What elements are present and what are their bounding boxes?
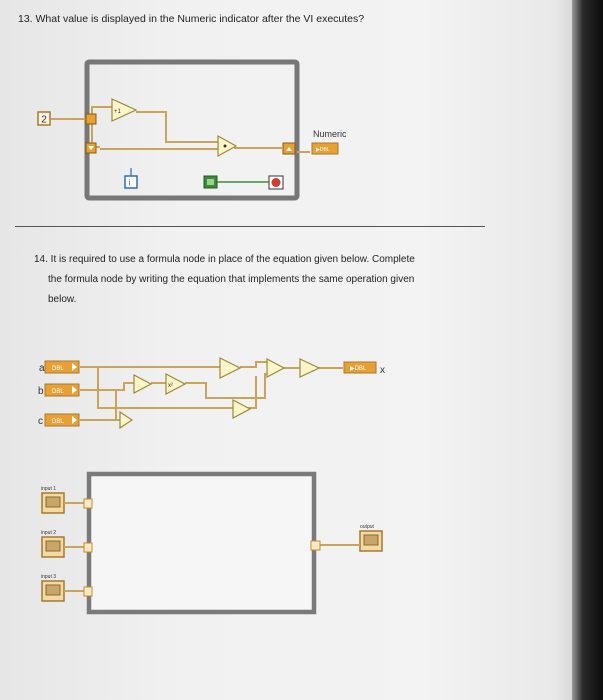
control-label-b: b	[38, 386, 44, 397]
output-label-x: x	[380, 365, 385, 376]
svg-text:DBL: DBL	[52, 389, 64, 395]
formula-input-terminal-2	[83, 542, 93, 553]
section-divider	[15, 226, 485, 227]
output-label: output	[360, 524, 375, 530]
input-2-label: input 2	[41, 530, 56, 536]
svg-text:▶DBL: ▶DBL	[316, 147, 330, 153]
numeric-indicator-label: Numeric	[313, 129, 347, 139]
constant-value: 2	[41, 115, 47, 126]
output-indicator	[359, 530, 383, 552]
shift-register-left	[85, 113, 97, 125]
control-c: DBL	[44, 413, 80, 427]
control-label-a: a	[39, 363, 45, 374]
input-2-control	[41, 536, 65, 558]
svg-text:x²: x²	[168, 383, 173, 389]
while-loop-frame	[84, 59, 300, 201]
output-indicator-x	[343, 361, 377, 374]
formula-node-frame	[86, 471, 317, 615]
square-node	[165, 373, 187, 395]
control-a: DBL	[44, 360, 80, 374]
svg-text:DBL: DBL	[52, 419, 64, 425]
formula-node-diagram: input 1 input 2 input 3 output	[41, 471, 383, 615]
question-14-block-diagram: a b c DBL DBL DBL x² ▶DBL x	[38, 357, 385, 430]
increment-symbol: +1	[114, 109, 122, 115]
input-3-label: input 3	[41, 574, 56, 580]
control-b: DBL	[44, 383, 80, 397]
question-14-line-3: below.	[48, 294, 77, 305]
numeric-constant	[37, 111, 51, 126]
add-node-b	[232, 399, 252, 419]
increment-out-wire	[136, 111, 218, 143]
formula-output-terminal	[310, 540, 321, 551]
multiply-node	[266, 358, 286, 378]
formula-input-terminal-1	[83, 498, 93, 509]
negate-node	[133, 374, 153, 394]
svg-text:DBL: DBL	[52, 366, 64, 372]
svg-text:▶DBL: ▶DBL	[350, 366, 367, 372]
input-1-label: input 1	[41, 486, 56, 492]
paper-edge	[572, 0, 603, 700]
question-14-line-2: the formula node by writing the equation…	[48, 274, 415, 285]
input-3-control	[41, 580, 65, 602]
svg-text:i: i	[129, 178, 131, 188]
iteration-terminal	[124, 175, 138, 189]
question-13-block-diagram: 2 +1 Numeric ▶DBL i	[37, 59, 347, 201]
add-node-a	[219, 357, 242, 379]
negate-node-c	[119, 410, 134, 430]
sqrt-node	[299, 358, 321, 378]
numeric-indicator	[311, 142, 339, 155]
control-label-c: c	[38, 416, 43, 427]
formula-input-terminal-3	[83, 586, 93, 597]
question-13-text: 13. What value is displayed in the Numer…	[18, 13, 365, 25]
add-node	[217, 134, 238, 158]
input-1-control	[41, 492, 65, 514]
increment-node	[111, 98, 138, 122]
question-14-text: 14. It is required to use a formula node…	[34, 250, 479, 310]
question-14-line-1: 14. It is required to use a formula node…	[34, 254, 415, 265]
